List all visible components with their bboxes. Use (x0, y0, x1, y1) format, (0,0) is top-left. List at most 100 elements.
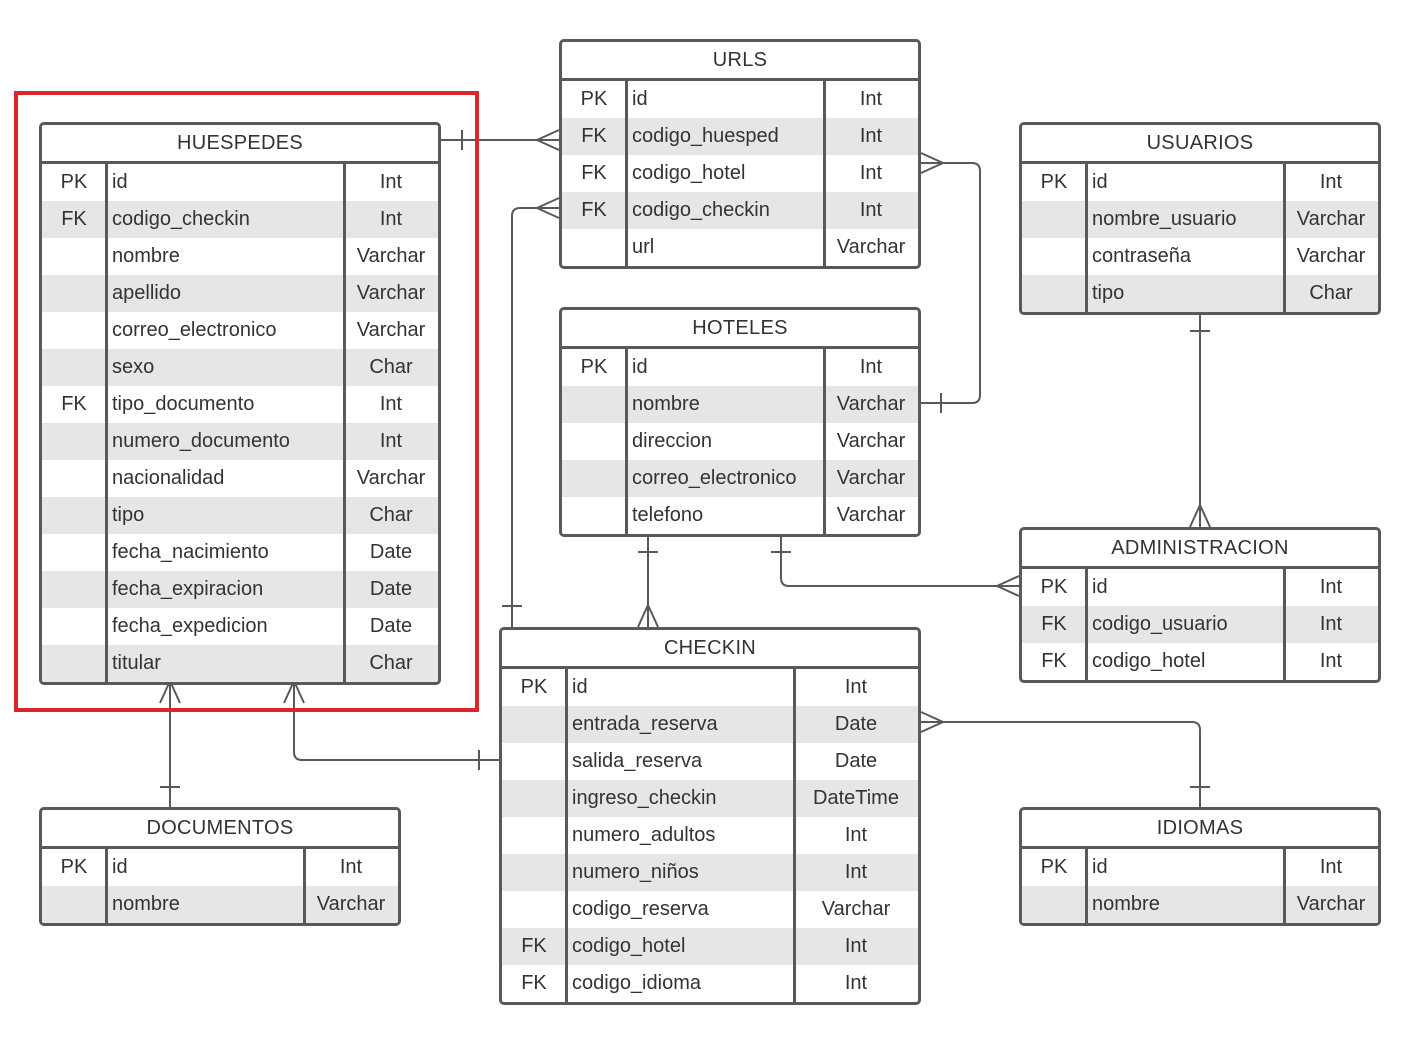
column-name: codigo_hotel (632, 162, 746, 184)
column-name: codigo_idioma (572, 972, 701, 994)
column-divider (823, 81, 826, 266)
key-cell: FK (581, 125, 607, 147)
key-cell (562, 460, 626, 497)
key-cell (42, 886, 106, 923)
key-cell (1022, 886, 1086, 923)
key-cell: PK (580, 88, 608, 110)
column-type: Varchar (836, 393, 906, 415)
column-type: Int (859, 88, 883, 110)
column-name: id (632, 88, 648, 110)
column-type: Date (369, 541, 413, 563)
many-marker (1189, 502, 1211, 528)
column-type: Int (844, 861, 868, 883)
column-type: Int (844, 935, 868, 957)
column-type: Varchar (356, 319, 426, 341)
column-type: Int (339, 856, 363, 878)
column-name: fecha_expiracion (112, 578, 264, 600)
column-type: Int (379, 393, 403, 415)
column-type: Char (369, 652, 413, 674)
column-divider (823, 349, 826, 534)
column-type: Date (369, 615, 413, 637)
table-title: ADMINISTRACION (1022, 530, 1378, 569)
column-name: tipo_documento (112, 393, 255, 415)
column-type: Date (834, 750, 878, 772)
column-name: id (572, 676, 588, 698)
column-type: Char (369, 356, 413, 378)
column-name: tipo (112, 504, 145, 526)
key-cell: FK (521, 935, 547, 957)
column-divider (1283, 164, 1286, 312)
column-name: id (112, 171, 128, 193)
selection-highlight (14, 91, 479, 712)
relation-urls-checkin (511, 207, 559, 627)
many-marker (637, 602, 659, 628)
table-title: HUESPEDES (42, 125, 438, 164)
column-name: codigo_hotel (1092, 650, 1206, 672)
column-type: Int (1319, 650, 1343, 672)
column-type: Varchar (836, 504, 906, 526)
column-name: codigo_hotel (572, 935, 686, 957)
column-divider (565, 669, 568, 1002)
column-divider (1085, 569, 1088, 680)
relation-huespedes-checkin (293, 681, 499, 761)
column-name: telefono (632, 504, 704, 526)
key-cell: PK (60, 856, 88, 878)
column-name: numero_adultos (572, 824, 716, 846)
key-cell (502, 817, 566, 854)
column-divider (1283, 569, 1286, 680)
column-type: Int (844, 972, 868, 994)
column-name: ingreso_checkin (572, 787, 717, 809)
column-name: codigo_reserva (572, 898, 709, 920)
table-row: tipo Char (1022, 275, 1378, 312)
column-name: tipo (1092, 282, 1125, 304)
column-name: apellido (112, 282, 181, 304)
column-type: Int (379, 208, 403, 230)
table-row: telefono Varchar (562, 497, 918, 534)
column-name: id (1092, 576, 1108, 598)
column-name: contraseña (1092, 245, 1191, 267)
column-type: Varchar (1296, 208, 1366, 230)
column-name: correo_electronico (112, 319, 277, 341)
table-title: HOTELES (562, 310, 918, 349)
many-marker (534, 129, 560, 151)
many-marker (920, 152, 946, 174)
many-marker (920, 711, 946, 733)
column-type: Int (1319, 576, 1343, 598)
table-title: IDIOMAS (1022, 810, 1378, 849)
key-cell (562, 386, 626, 423)
column-type: Varchar (836, 467, 906, 489)
column-divider (1085, 849, 1088, 923)
key-cell: FK (1041, 613, 1067, 635)
column-name: codigo_usuario (1092, 613, 1228, 635)
column-type: Int (379, 171, 403, 193)
column-type: Char (1309, 282, 1353, 304)
column-divider (793, 669, 796, 1002)
key-cell: FK (581, 162, 607, 184)
column-name: direccion (632, 430, 713, 452)
many-marker (994, 575, 1020, 597)
column-type: Varchar (316, 893, 386, 915)
key-cell (502, 780, 566, 817)
